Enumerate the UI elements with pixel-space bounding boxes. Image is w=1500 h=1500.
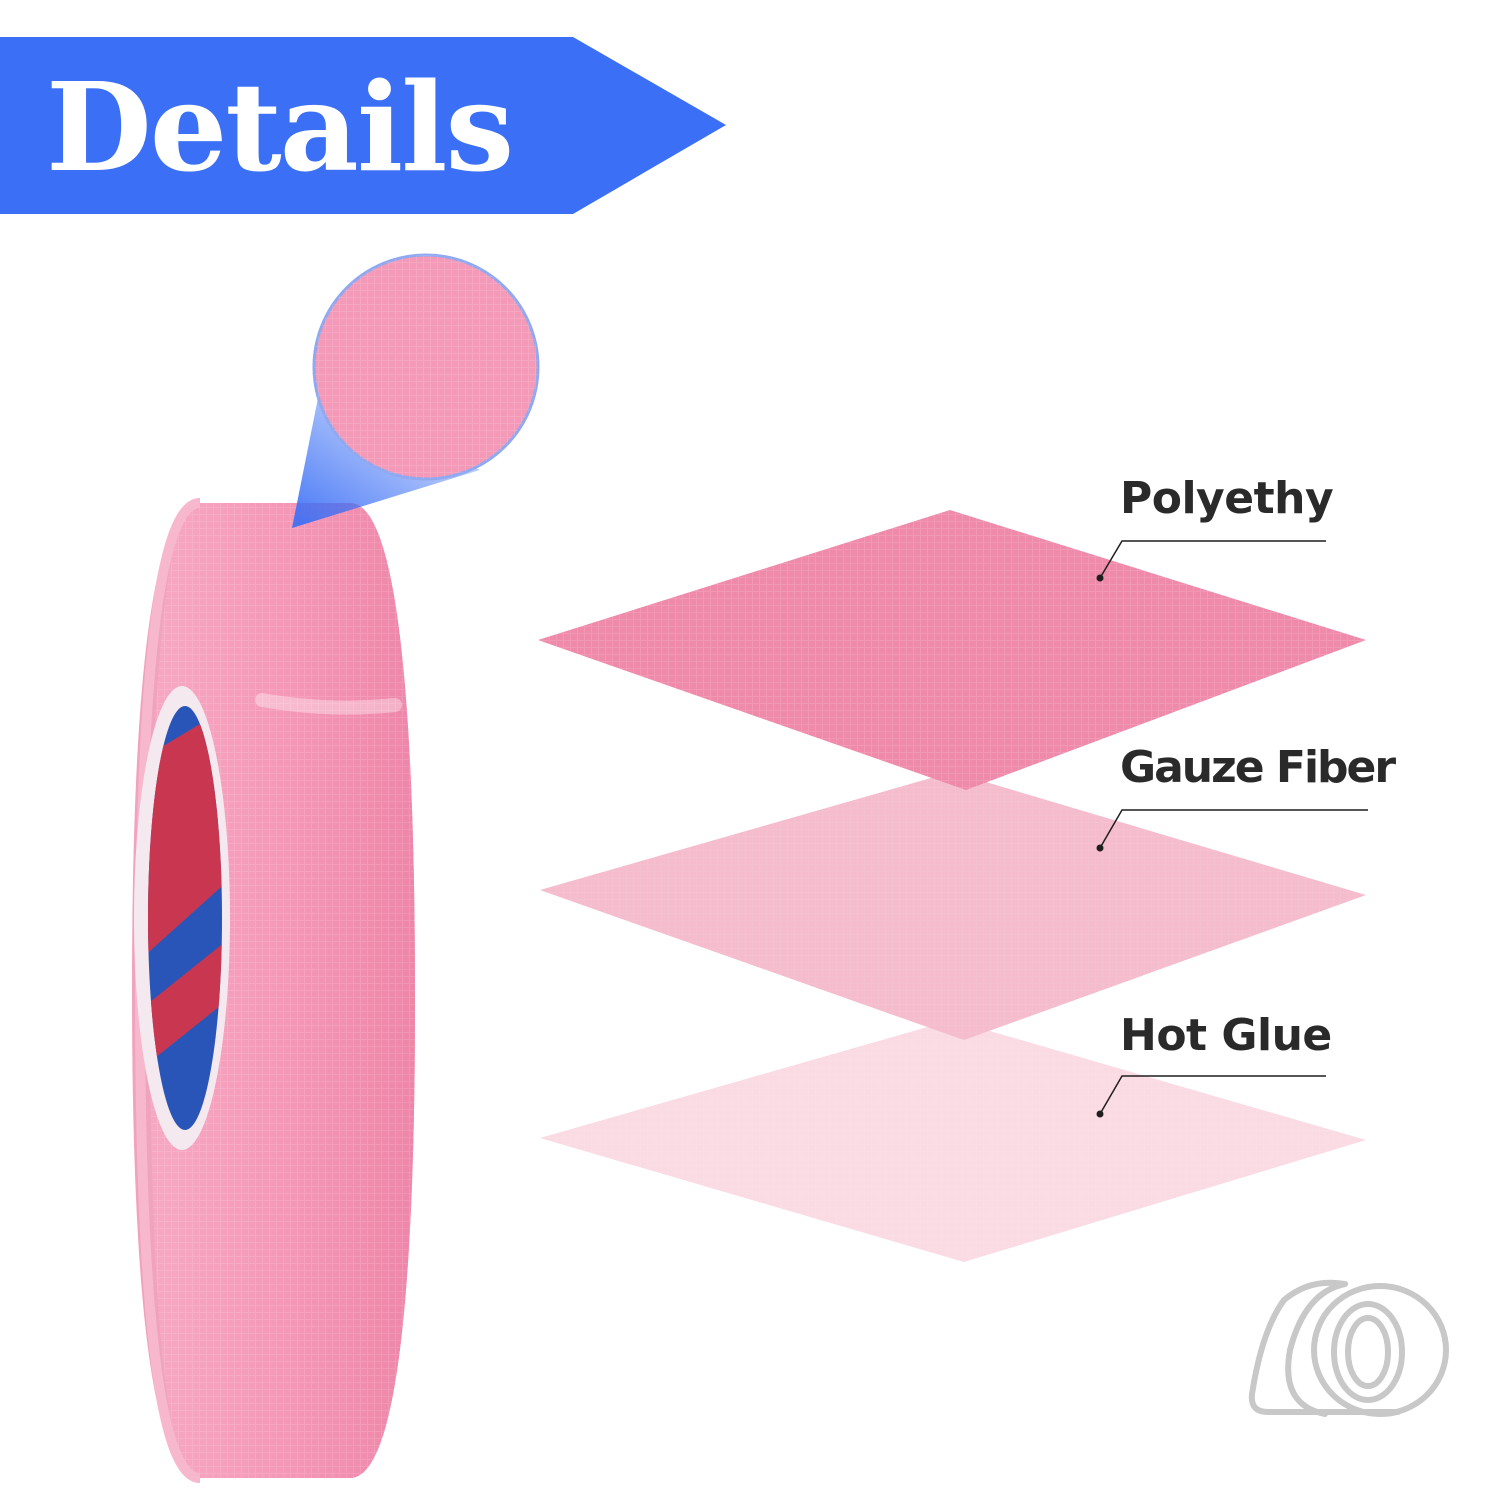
magnifier-circle-icon — [292, 253, 540, 528]
leader-line-hot-glue — [1096, 1075, 1326, 1118]
layer-sheet-polyethy — [538, 510, 1366, 790]
details-banner: Details — [0, 37, 728, 214]
layer-label-polyethy: Polyethy — [1120, 473, 1334, 524]
tape-roll — [132, 498, 415, 1483]
banner-title: Details — [46, 55, 514, 199]
layer-label-hot-glue: Hot Glue — [1120, 1010, 1332, 1061]
leader-line-polyethy — [1096, 540, 1326, 582]
banner-arrow-shape — [0, 37, 726, 214]
layer-label-gauze-fiber: Gauze Fiber — [1120, 742, 1396, 793]
layer-sheet-hot-glue — [540, 1020, 1366, 1262]
layer-sheet-gauze-fiber — [540, 772, 1366, 1040]
tape-roll-outline-icon — [1248, 1279, 1449, 1417]
tape-core-label — [148, 706, 222, 1130]
leader-line-gauze-fiber — [1096, 809, 1368, 852]
